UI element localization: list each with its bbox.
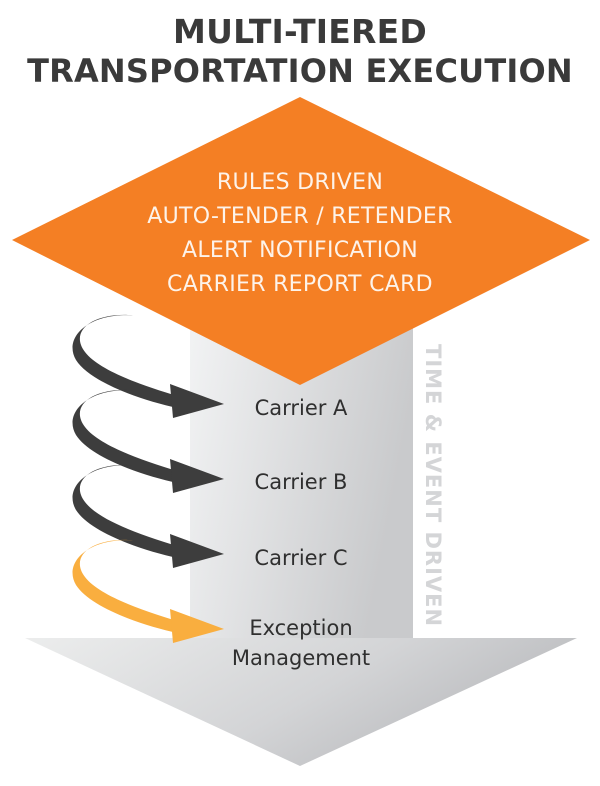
diamond-line-alert-notification: ALERT NOTIFICATION: [182, 238, 418, 263]
step-carrier-c: Carrier C: [254, 546, 348, 570]
diamond-line-auto-tender: AUTO-TENDER / RETENDER: [147, 204, 453, 229]
step-exception-line-1: Exception: [249, 616, 353, 640]
title-line-2: TRANSPORTATION EXECUTION: [27, 52, 573, 90]
step-exception-line-2: Management: [231, 646, 371, 670]
rules-diamond: [12, 97, 590, 385]
time-event-driven-label: TIME & EVENT DRIVEN: [421, 344, 445, 628]
curved-arrow-body: [72, 314, 184, 408]
side-label-panel: [413, 330, 453, 638]
curved-arrow-head: [170, 534, 224, 568]
curved-arrow-head: [170, 609, 224, 643]
diamond-line-rules-driven: RULES DRIVEN: [216, 170, 384, 195]
step-carrier-a: Carrier A: [254, 396, 348, 420]
curved-arrow-head: [170, 384, 224, 418]
curved-arrow-head: [170, 459, 224, 493]
curved-arrow-icon: [72, 314, 224, 418]
curved-arrow-icon: [72, 464, 224, 568]
diamond-line-carrier-report-card: CARRIER REPORT CARD: [167, 272, 433, 297]
process-arrow-head: [25, 638, 577, 766]
curved-arrow-icon: [72, 389, 224, 493]
curved-arrow-icon: [72, 539, 224, 643]
title-line-1: MULTI-TIERED: [173, 12, 427, 51]
step-carrier-b: Carrier B: [254, 470, 348, 494]
